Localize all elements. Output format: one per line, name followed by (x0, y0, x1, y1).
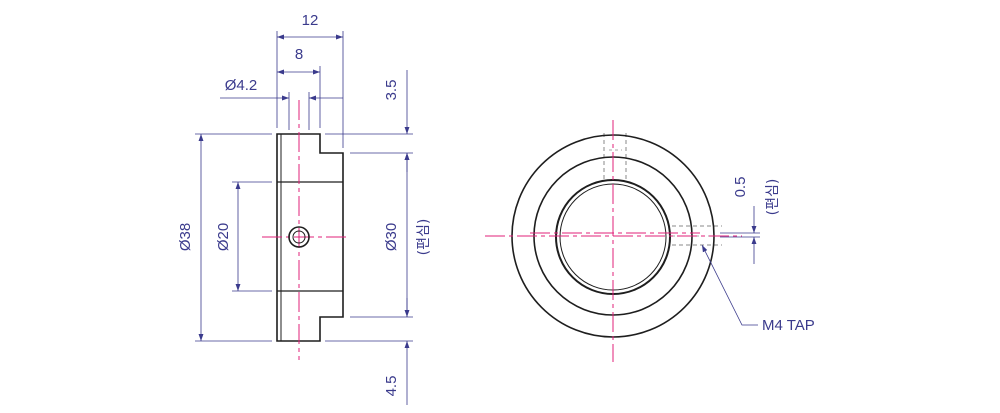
dim-0-5-label: 0.5 (732, 177, 749, 198)
dim-hole-label: Ø4.2 (225, 77, 258, 94)
dim-38-label: Ø38 (177, 223, 194, 251)
side-view-tap-hole-inner (292, 230, 306, 244)
dim-20-label: Ø20 (215, 223, 232, 251)
m4-tap-label: M4 TAP (762, 317, 815, 334)
dim-30-note: (편심) (416, 219, 432, 256)
m4-tap-leader (701, 244, 758, 326)
dim-30-label: Ø30 (383, 223, 400, 251)
dim-8-label: 8 (295, 46, 303, 63)
dim-3-5-label: 3.5 (383, 80, 400, 101)
side-view-outline (276, 133, 344, 342)
side-view: 12 8 Ø4.2 Ø38 Ø20 3.5 Ø30 (편심) (177, 12, 432, 405)
side-view-tap-hole-outer (288, 226, 310, 248)
dim-12-label: 12 (302, 12, 319, 29)
front-view: 0.5 (편심) M4 TAP (485, 120, 815, 362)
dim-4-5-label: 4.5 (383, 376, 400, 397)
dim-0-5-note: (편심) (765, 179, 781, 216)
